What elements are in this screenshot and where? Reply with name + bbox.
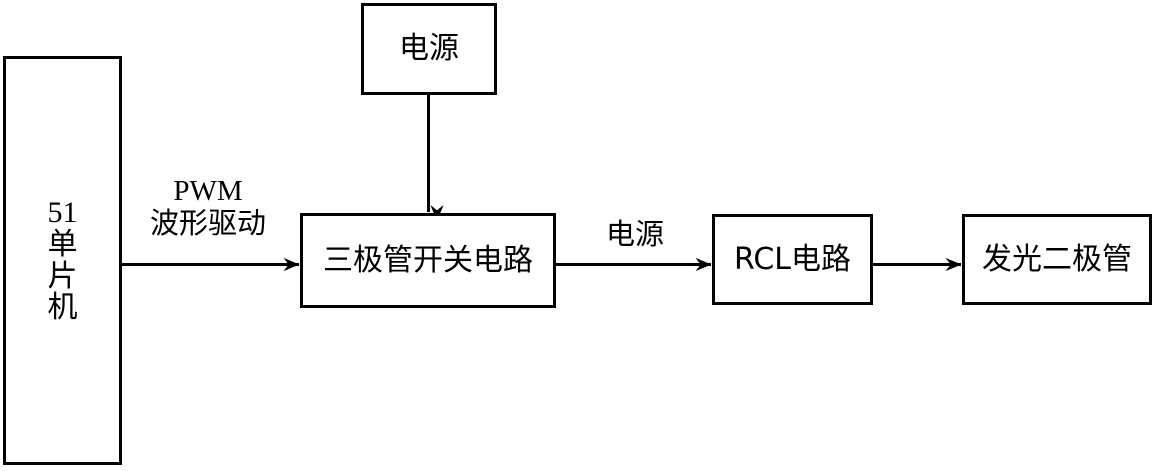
node-transistor-switch: 三极管开关电路 xyxy=(300,213,556,308)
edge-label-pwm-drive-line-1: PWM xyxy=(173,175,243,207)
node-led: 发光二极管 xyxy=(962,214,1152,305)
node-mcu-label: 51 单 片 机 xyxy=(48,197,78,324)
node-mcu: 51 单 片 机 xyxy=(3,56,122,465)
node-power-supply-label: 电源 xyxy=(399,31,459,67)
node-mcu-label-line-2: 单 xyxy=(47,226,78,262)
node-rcl-circuit-label: RCL电路 xyxy=(733,241,851,277)
node-mcu-label-line-3: 片 xyxy=(47,258,78,294)
node-led-label: 发光二极管 xyxy=(982,241,1132,277)
edge-label-pwm-drive-line-2: 波形驱动 xyxy=(149,206,266,241)
node-transistor-switch-label: 三极管开关电路 xyxy=(323,242,533,278)
edge-label-power: 电源 xyxy=(575,217,695,251)
node-power-supply: 电源 xyxy=(361,3,497,95)
node-rcl-circuit: RCL电路 xyxy=(712,214,873,305)
edge-label-pwm-drive: PWM 波形驱动 xyxy=(127,175,289,240)
node-mcu-label-line-1: 51 xyxy=(47,195,78,229)
edge-label-power-text: 电源 xyxy=(605,217,664,251)
node-mcu-label-line-4: 机 xyxy=(47,290,78,326)
